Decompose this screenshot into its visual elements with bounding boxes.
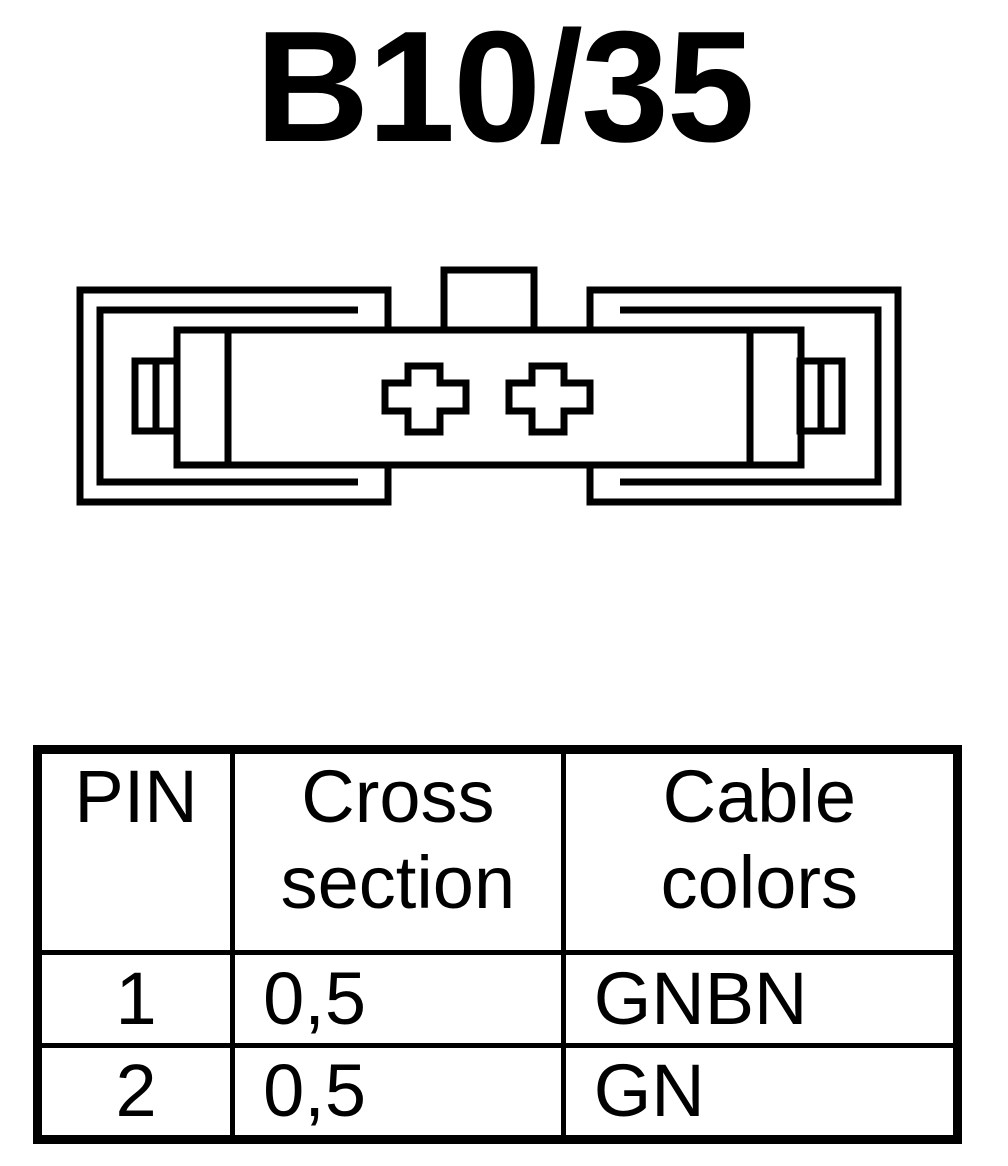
header-pin: PIN [34, 747, 236, 955]
header-cross-section-line2: section [280, 841, 516, 924]
table-row: 1 0,5 GNBN [34, 949, 961, 1048]
header-cross-section-line1: Cross [301, 755, 495, 838]
header-cable-colors-line1: Cable [662, 755, 857, 838]
header-cable-colors: Cable colors [560, 747, 961, 955]
cross-section-cell: 0,5 [230, 949, 566, 1048]
cross-section-cell: 0,5 [230, 1042, 566, 1143]
connector-title: B10/35 [255, 0, 755, 175]
pin-number-cell: 2 [34, 1042, 236, 1143]
connector-inner-right [620, 306, 882, 486]
table-header-row: PIN Cross section Cable colors [34, 747, 961, 955]
header-pin-label: PIN [74, 755, 198, 838]
pin-number-cell: 1 [34, 949, 236, 1048]
pin-table: PIN Cross section Cable colors 1 0,5 GNB… [33, 745, 962, 1144]
pin-1-cross [381, 362, 470, 436]
pin-2-cross [505, 362, 594, 436]
table-row: 2 0,5 GN [34, 1042, 961, 1143]
cable-color-cell: GN [560, 1042, 961, 1143]
connector-inner-left [96, 306, 358, 486]
connector-drawing [76, 266, 902, 506]
cable-color-cell: GNBN [560, 949, 961, 1048]
contact-bar [173, 326, 805, 469]
header-cross-section: Cross section [230, 747, 566, 955]
header-cable-colors-line2: colors [660, 841, 859, 924]
